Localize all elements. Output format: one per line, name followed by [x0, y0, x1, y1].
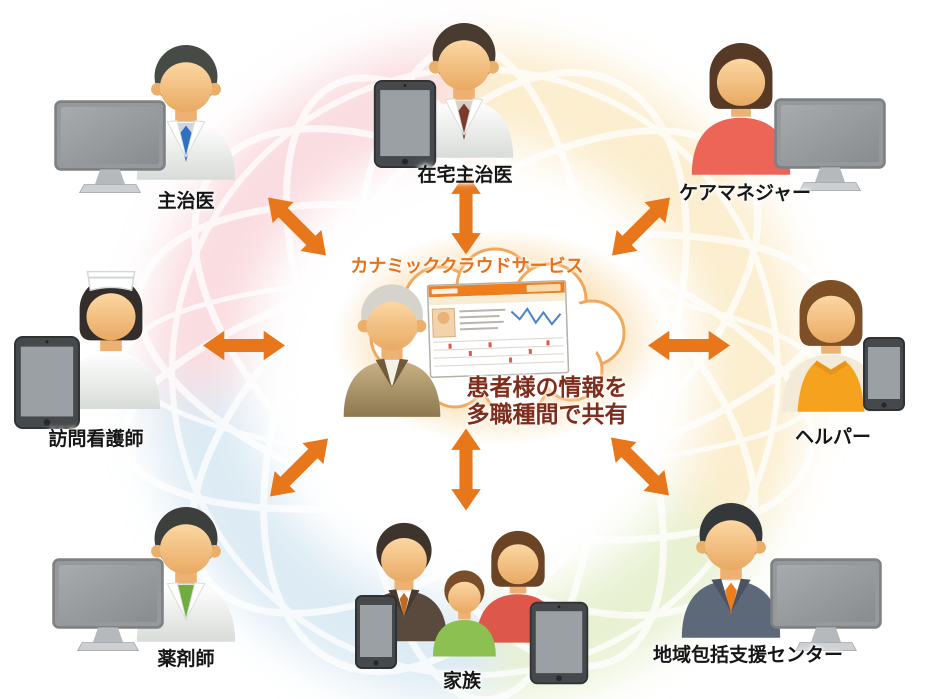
smartphone-icon — [863, 337, 905, 411]
role-label-primary-doctor: 主治医 — [157, 191, 215, 212]
home-doctor-avatar — [414, 23, 514, 158]
family-avatars — [360, 522, 560, 657]
patient-avatar — [343, 284, 441, 417]
monitor-icon — [54, 100, 166, 194]
role-label-pharmacist: 薬剤師 — [157, 649, 215, 670]
caption-line-2: 多職種間で共有 — [466, 401, 628, 427]
center-caption: 患者様の情報を 多職種間で共有 — [467, 374, 628, 428]
role-label-helper: ヘルパー — [794, 427, 872, 448]
community-center-avatar — [681, 503, 781, 638]
arrow-helper — [648, 330, 730, 361]
smartphone-icon — [355, 595, 397, 669]
role-label-community-center: 地域包括支援センター — [652, 645, 844, 666]
arrow-family — [451, 428, 481, 511]
arrow-visiting-nurse — [203, 330, 285, 361]
role-label-care-manager: ケアマネジャー — [678, 183, 812, 204]
tablet-icon — [14, 335, 80, 430]
tablet-icon — [529, 601, 589, 685]
cloud-service-label: カナミッククラウドサービス — [350, 256, 584, 276]
helper-avatar — [781, 279, 881, 412]
role-label-family: 家族 — [442, 671, 482, 692]
primary-doctor-avatar — [136, 45, 236, 180]
pharmacist-avatar — [136, 507, 236, 642]
role-label-home-doctor: 在宅主治医 — [417, 165, 513, 186]
role-label-visiting-nurse: 訪問看護師 — [48, 429, 144, 450]
care-manager-avatar — [691, 42, 791, 175]
cloud-service-screenshot — [426, 279, 570, 379]
caption-line-1: 患者様の情報を — [466, 374, 628, 400]
visiting-nurse-avatar — [61, 270, 161, 409]
tablet-icon — [373, 79, 437, 169]
monitor-icon — [52, 558, 164, 652]
